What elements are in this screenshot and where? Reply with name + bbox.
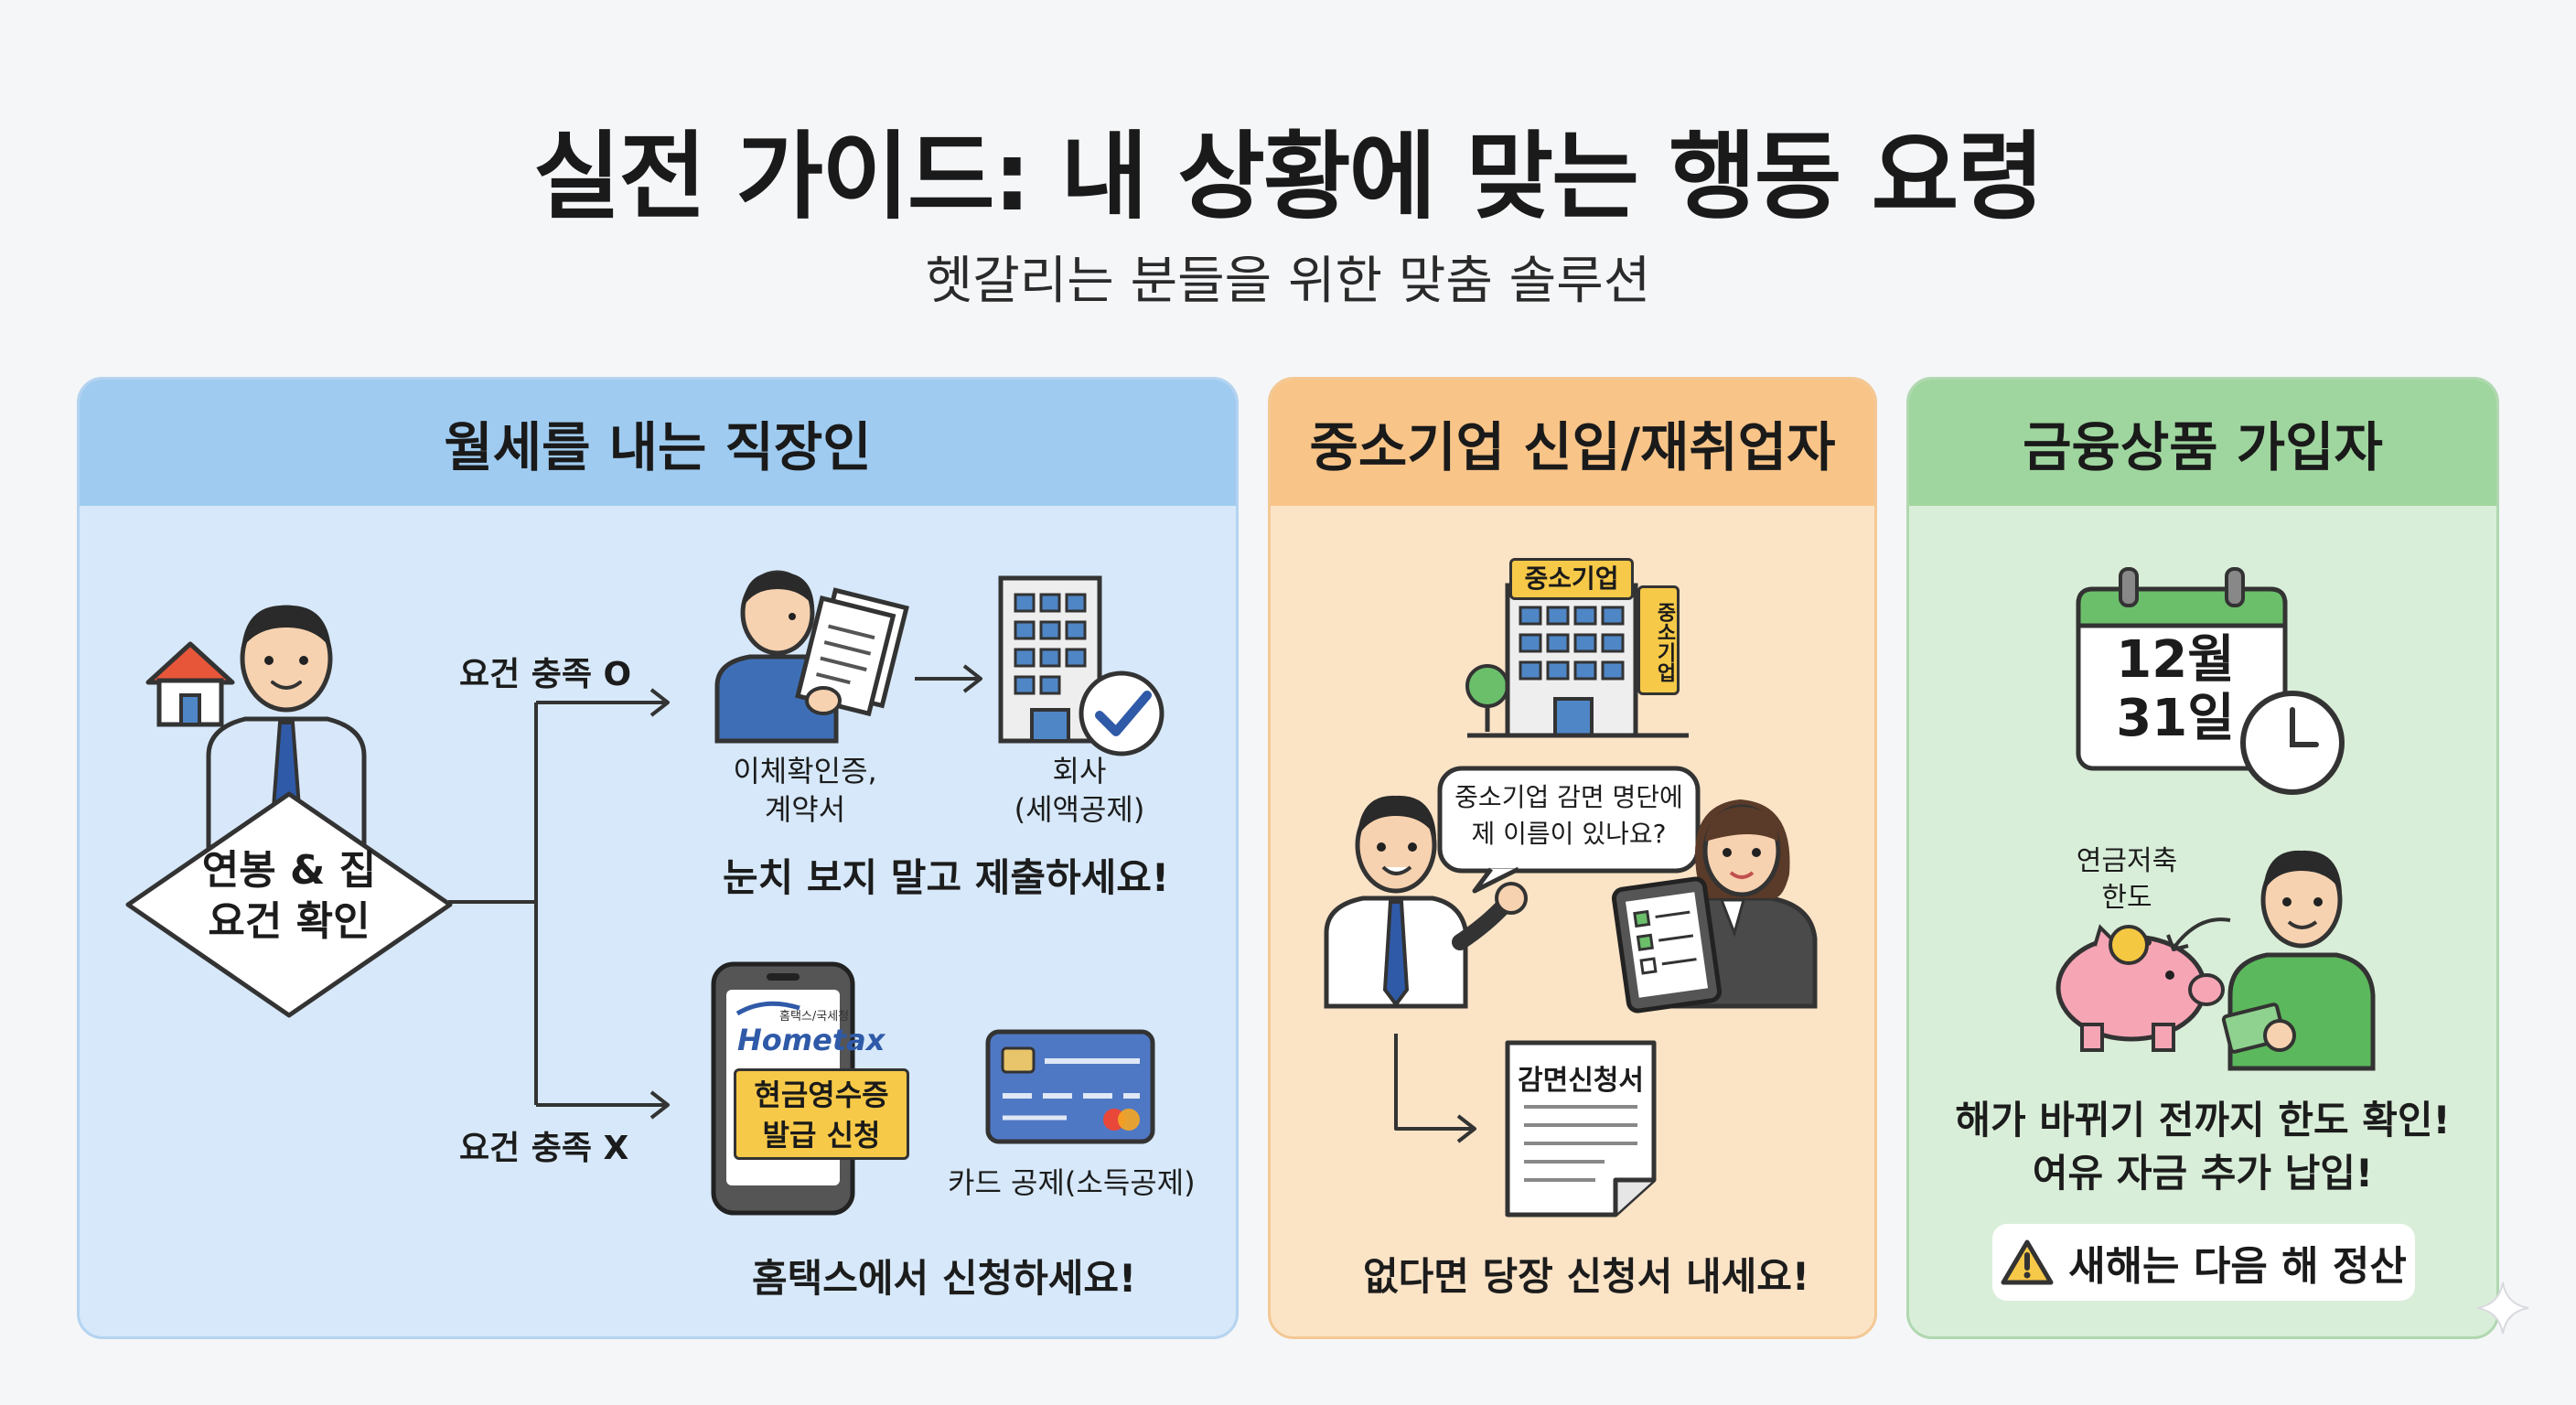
decision-diamond — [125, 791, 453, 1018]
no-action-text: 홈택스에서 신청하세요! — [752, 1256, 1137, 1301]
panel-sme-heading: 중소기업 신입/재취업자 — [1271, 380, 1874, 506]
yes-action-text: 눈치 보지 말고 제출하세요! — [723, 855, 1170, 900]
house-icon — [145, 641, 235, 727]
page-title: 실전 가이드: 내 상황에 맞는 행동 요령 — [532, 121, 2045, 232]
speech-bubble-icon — [1437, 766, 1701, 894]
company-label: 회사 (세액공제) — [1014, 754, 1145, 827]
arrow-to-form — [1394, 1034, 1476, 1143]
document-label: 이체확인증, 계약서 — [733, 754, 877, 827]
sparkle-icon — [2476, 1282, 2529, 1335]
credit-card-icon — [985, 1029, 1155, 1144]
page-subtitle: 헷갈리는 분들을 위한 맞춤 솔루션 — [925, 252, 1651, 311]
checkmark-icon — [1079, 670, 1165, 756]
man-speaking-icon — [1324, 795, 1528, 1009]
form-title: 감면신청서 — [1518, 1065, 1644, 1097]
warning-icon — [2001, 1239, 2054, 1285]
new-year-warning: 새해는 다음 해 정산 — [1992, 1224, 2415, 1301]
branch-no-label: 요건 충족 X — [459, 1130, 629, 1167]
deposit-arrow — [2166, 917, 2231, 951]
sme-building-sign: 중소기업 — [1509, 558, 1634, 600]
phone-brand-sub: 홈택스/국세청 — [779, 1010, 850, 1024]
man-with-money-icon — [2221, 850, 2376, 1071]
sme-building-icon — [1465, 583, 1689, 738]
application-form-icon — [1505, 1040, 1657, 1217]
pension-limit-label: 연금저축 한도 — [2076, 845, 2178, 914]
arrow-to-company — [915, 664, 982, 693]
warning-text: 새해는 다음 해 정산 — [2068, 1243, 2407, 1290]
branch-lines — [448, 688, 670, 1120]
businesswoman-tablet-icon — [1611, 799, 1818, 1014]
phone-brand: Hometax — [737, 1023, 886, 1057]
card-deduction-label: 카드 공제(소득공제) — [948, 1165, 1196, 1200]
sme-action-text: 없다면 당장 신청서 내세요! — [1363, 1254, 1810, 1299]
calendar-date: 12월 31일 — [2116, 630, 2235, 748]
finance-action-text: 해가 바뀌기 전까지 한도 확인! 여유 자금 추가 납입! — [1955, 1098, 2451, 1196]
decision-label: 연봉 & 집 요건 확인 — [201, 847, 377, 945]
sme-building-side-sign: 중소기업 — [1637, 585, 1680, 695]
cash-receipt-badge: 현금영수증 발급 신청 — [734, 1068, 909, 1160]
calendar-icon — [2076, 567, 2288, 771]
clock-icon — [2240, 691, 2345, 795]
panel-rent-heading: 월세를 내는 직장인 — [80, 380, 1236, 506]
panel-finance-holder: 금융상품 가입자 — [1906, 377, 2499, 1339]
speech-text: 중소기업 감면 명단에 제 이름이 있나요? — [1454, 782, 1683, 849]
branch-yes-label: 요건 충족 O — [459, 656, 632, 693]
coin-icon — [2109, 925, 2149, 965]
panel-finance-heading: 금융상품 가입자 — [1909, 380, 2496, 506]
document-reader-icon — [714, 570, 909, 744]
